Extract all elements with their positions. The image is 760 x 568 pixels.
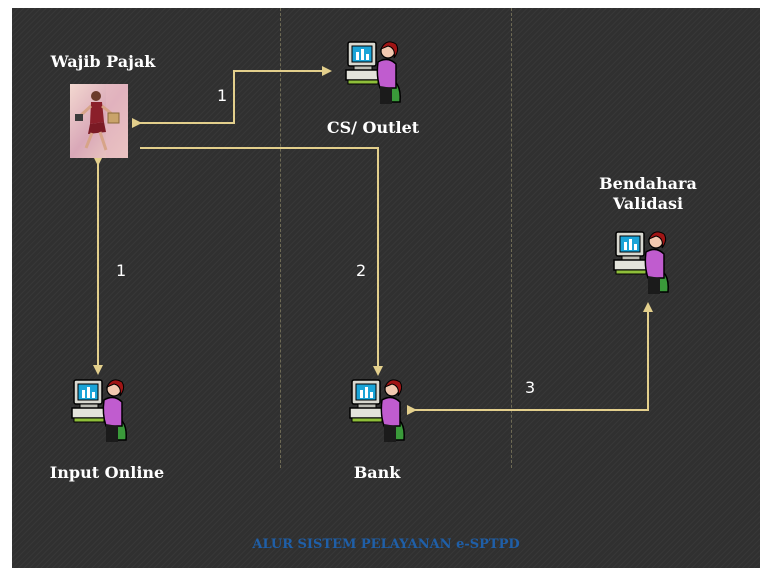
flow-arrows	[93, 66, 653, 415]
cs-outlet-operator-icon	[345, 41, 401, 104]
label-bank: Bank	[353, 463, 401, 482]
slide: Wajib Pajak CS/ Outlet Bendahara Validas…	[12, 8, 760, 568]
input-online-operator-icon	[71, 379, 127, 442]
diagram-title: ALUR SISTEM PELAYANAN e-SPTPD	[252, 537, 520, 552]
step-number-cs: 1	[217, 86, 228, 105]
bendahara-operator-icon	[613, 231, 669, 294]
column-divider-left	[280, 8, 281, 468]
step-number-input: 1	[116, 261, 127, 280]
label-validasi: Validasi	[612, 194, 684, 213]
arrow-wajibpajak-bank	[140, 147, 383, 376]
label-cs-outlet: CS/ Outlet	[326, 118, 420, 137]
bank-operator-icon	[349, 379, 405, 442]
step-number-bank: 2	[356, 261, 367, 280]
label-wajib-pajak: Wajib Pajak	[50, 52, 156, 71]
arrow-bank-bendahara	[407, 302, 653, 415]
arrow-wajibpajak-cs-outlet	[132, 66, 332, 128]
step-number-bendahara: 3	[525, 378, 536, 397]
businesswoman-walking-icon	[70, 84, 128, 158]
column-divider-right	[511, 8, 512, 468]
label-input-online: Input Online	[49, 463, 165, 482]
label-bendahara: Bendahara	[599, 174, 697, 193]
